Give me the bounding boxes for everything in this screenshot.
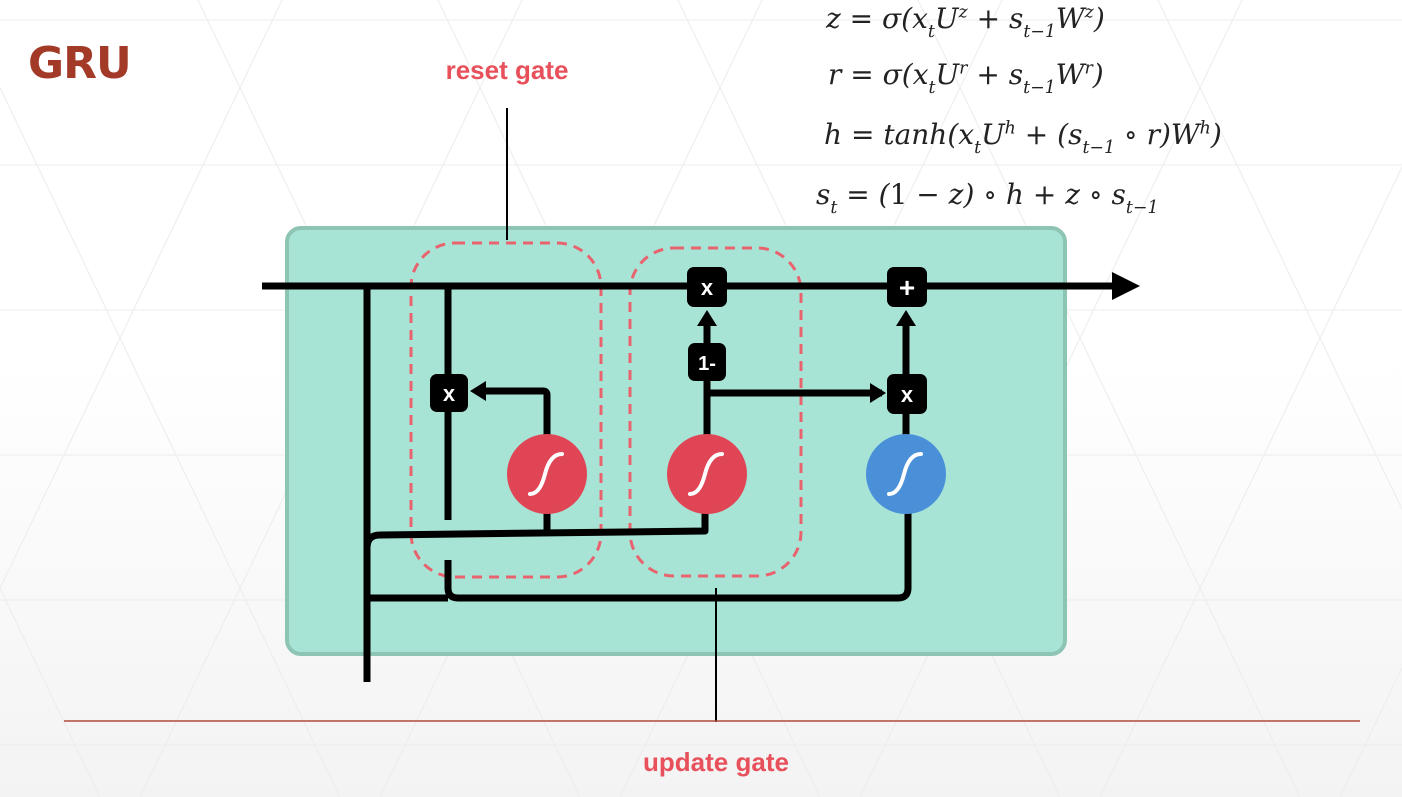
sigmoid-curve-icon	[528, 452, 564, 496]
tanh-node	[866, 434, 946, 514]
oneminus-arrowhead	[697, 310, 717, 326]
svg-text:1-: 1-	[698, 353, 716, 375]
reset-sigmoid-node	[507, 434, 587, 514]
reset-arrowhead	[470, 381, 486, 401]
gru-cell	[285, 226, 1067, 656]
equation-update: z = σ(xtUz + st−1Wz)	[826, 2, 1105, 43]
reset-gate-label: reset gate	[446, 55, 569, 85]
slide-title: GRU	[28, 38, 132, 89]
equation-candidate: h = tanh(xtUh + (st−1 ∘ r)Wh)	[824, 118, 1222, 159]
svg-text:x: x	[443, 381, 456, 406]
reset-sigmoid-wire	[480, 387, 551, 440]
bottom-wire	[444, 510, 912, 602]
svg-text:+: +	[899, 272, 915, 303]
svg-text:x: x	[901, 382, 914, 407]
op-multiply-top: x	[687, 267, 727, 307]
update-sigmoid-node	[667, 434, 747, 514]
op-multiply-reset: x	[430, 374, 468, 412]
reset-gate-region	[409, 241, 603, 579]
equation-reset: r = σ(xtUr + st−1Wr)	[828, 58, 1104, 99]
add-arrowhead	[896, 310, 916, 326]
op-multiply-right: x	[887, 374, 927, 414]
svg-text:x: x	[701, 275, 714, 300]
state-arrowhead	[1112, 272, 1140, 300]
equation-state: st = (1 − z) ∘ h + z ∘ st−1	[816, 178, 1159, 219]
tanh-curve-icon	[887, 452, 923, 496]
right-multiply-arrowhead	[870, 383, 886, 403]
update-gate-label: update gate	[643, 747, 789, 777]
op-add: +	[887, 267, 927, 307]
update-gate-region	[628, 246, 803, 578]
op-one-minus: 1-	[688, 343, 726, 381]
sigmoid-curve-icon	[688, 452, 724, 496]
